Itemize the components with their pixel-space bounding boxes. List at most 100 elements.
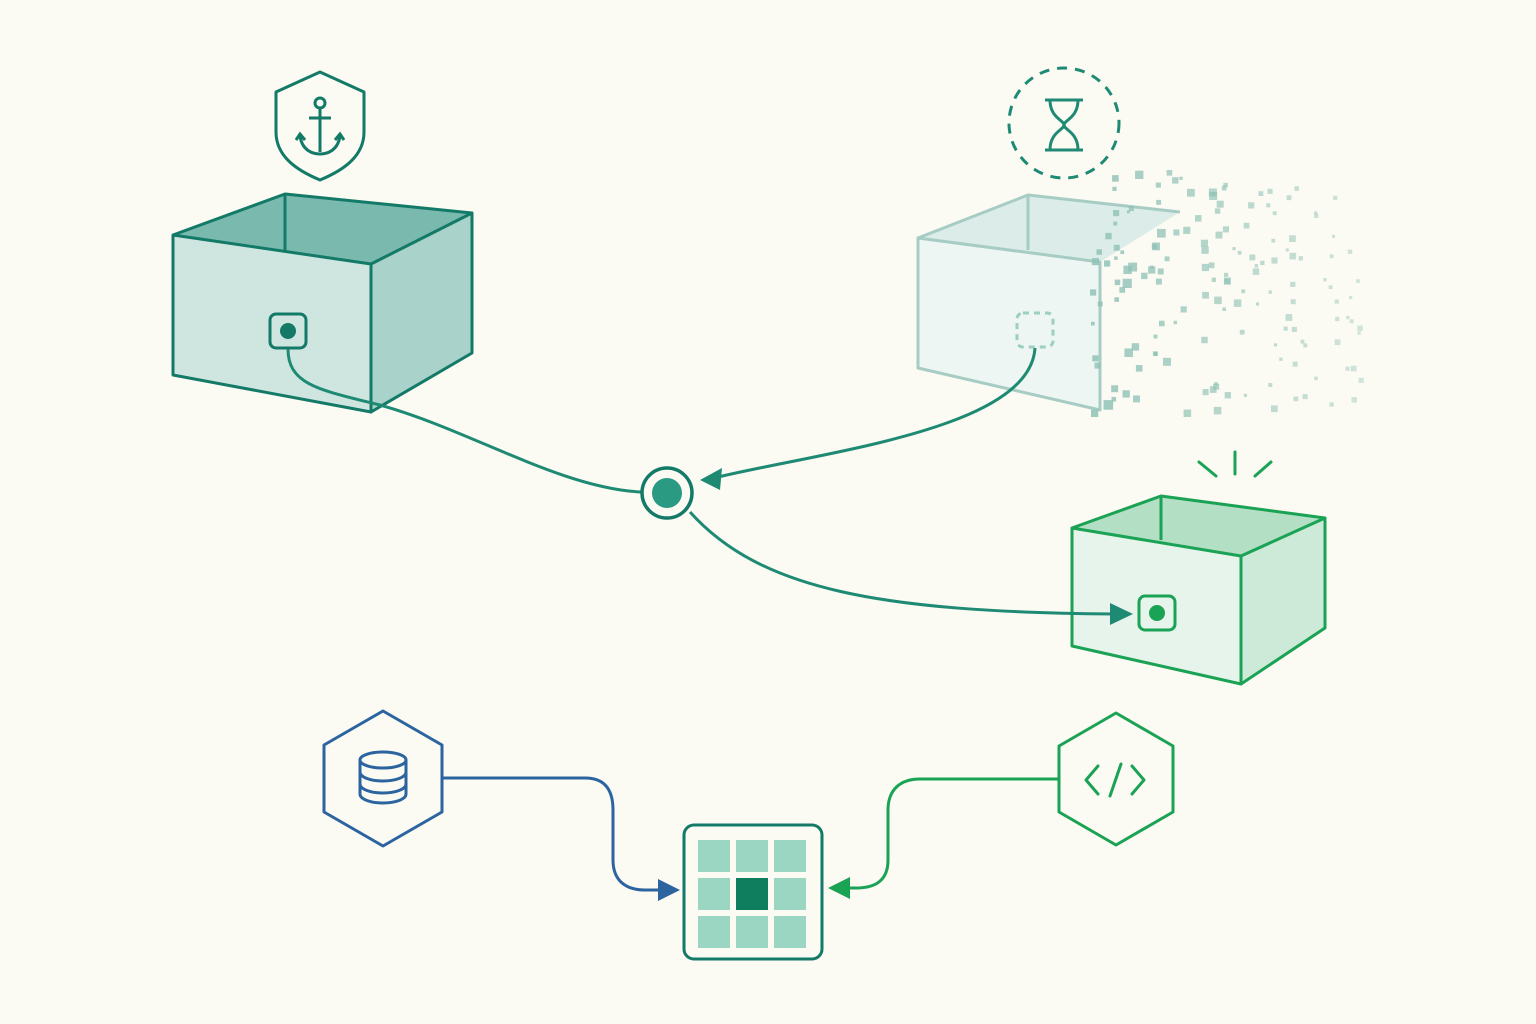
dissolve-particle: [1274, 343, 1278, 347]
dissolve-particle: [1202, 291, 1209, 299]
dissolve-particle: [1335, 316, 1340, 322]
dissolve-particle: [1094, 362, 1101, 369]
ephemeral-container[interactable]: [916, 193, 1181, 412]
code-icon: [1084, 762, 1146, 798]
dissolve-particle: [1334, 339, 1341, 346]
dissolve-particle: [1298, 256, 1303, 261]
dissolve-particle: [1215, 231, 1223, 239]
dissolve-particle: [1323, 278, 1327, 282]
dissolve-particle: [1241, 289, 1246, 294]
arrowhead: [658, 879, 680, 901]
dissolve-particle: [1208, 188, 1217, 197]
dissolve-particle: [1156, 199, 1162, 205]
dissolve-particle: [1289, 252, 1297, 260]
database-icon: [358, 750, 408, 805]
dissolve-particle: [1164, 256, 1170, 262]
dissolve-particle: [1302, 394, 1308, 400]
dissolve-particle: [1332, 234, 1336, 238]
dissolve-particle: [1157, 228, 1166, 238]
dissolve-particle: [1303, 343, 1308, 348]
dissolve-particle: [1111, 385, 1119, 393]
dissolve-particle: [1104, 260, 1111, 267]
dissolve-particle: [1333, 195, 1338, 200]
dissolve-particle: [1347, 249, 1353, 254]
dissolve-particle: [1155, 278, 1162, 285]
dissolve-particle: [1179, 176, 1183, 180]
dissolve-particle: [1148, 266, 1156, 274]
dissolve-particle: [1358, 377, 1364, 383]
dissolve-particle: [1214, 296, 1222, 305]
dissolve-particle: [1314, 213, 1319, 218]
dissolve-particle: [1091, 258, 1099, 266]
dissolve-particle: [1133, 395, 1140, 403]
dissolve-particle: [1349, 296, 1353, 300]
dissolve-particle: [1243, 222, 1250, 229]
grid-cell: [698, 916, 730, 948]
dissolve-particles: [1090, 170, 1364, 417]
dissolve-particle: [1105, 232, 1112, 240]
grid-target[interactable]: [682, 823, 824, 961]
dissolve-particle: [1150, 265, 1154, 269]
ephemeral-container-front: [916, 236, 1102, 412]
dissolve-particle: [1183, 226, 1191, 234]
dissolve-particle: [1135, 170, 1144, 179]
dissolve-particle: [1123, 265, 1132, 274]
grid-cell: [736, 916, 768, 948]
persistent-container[interactable]: [171, 192, 474, 414]
dissolve-particle: [1232, 247, 1236, 251]
dissolve-particle: [1091, 321, 1095, 326]
dissolve-particle: [1243, 393, 1247, 397]
code-source[interactable]: [1057, 711, 1175, 847]
dissolve-particle: [1254, 264, 1259, 268]
dissolve-particle: [1294, 186, 1299, 191]
dissolve-particle: [1289, 235, 1296, 242]
hub-junction[interactable]: [640, 466, 694, 520]
dissolve-particle: [1268, 383, 1273, 387]
dissolve-particle: [1097, 301, 1103, 307]
dissolve-particle: [1224, 392, 1231, 399]
new-container[interactable]: [1070, 494, 1327, 686]
dissolve-particle: [1103, 400, 1114, 410]
dissolve-particle: [1239, 329, 1245, 335]
dissolve-particle: [1290, 281, 1296, 287]
dissolve-particle: [1114, 297, 1119, 302]
dissolve-particle: [1113, 221, 1118, 226]
dissolve-particle: [1208, 262, 1215, 269]
dissolve-particle: [1114, 279, 1121, 286]
connector-code-to-grid: [828, 777, 1058, 899]
dissolve-particle: [1112, 186, 1117, 191]
grid-cell: [774, 840, 806, 872]
dissolve-particle: [1350, 365, 1357, 372]
dissolve-particle: [1222, 226, 1229, 233]
connector-persistent-to-hub: [286, 348, 642, 494]
arrowhead: [828, 877, 850, 899]
dissolve-particle: [1157, 268, 1164, 275]
dissolve-particle: [1131, 343, 1140, 351]
dissolve-particle: [1211, 277, 1216, 282]
dissolve-particle: [1283, 326, 1288, 331]
connector-database-to-grid: [443, 776, 680, 901]
dissolve-particle: [1141, 272, 1148, 280]
dissolve-particle: [1216, 200, 1224, 208]
grid-cell: [736, 840, 768, 872]
ephemeral-container-port[interactable]: [1015, 311, 1055, 349]
dissolve-particle: [1090, 289, 1097, 296]
dissolve-particle: [1285, 248, 1289, 252]
database-source[interactable]: [322, 709, 444, 848]
dissolve-particle: [1357, 331, 1361, 335]
grid-cell: [698, 840, 730, 872]
dissolve-particle: [1113, 244, 1120, 251]
dissolve-particle: [1255, 302, 1260, 306]
dissolve-particle: [1151, 243, 1158, 250]
dissolve-particle: [1201, 246, 1209, 254]
dissolve-particle: [1249, 254, 1256, 261]
dissolve-particle: [1128, 262, 1138, 272]
dissolve-particle: [1113, 210, 1120, 217]
dissolve-particle: [1195, 215, 1202, 222]
dissolve-particle: [1252, 268, 1260, 275]
dissolve-particle: [1213, 406, 1222, 415]
dissolve-particle: [1293, 396, 1299, 402]
dissolve-particle: [1153, 334, 1158, 339]
